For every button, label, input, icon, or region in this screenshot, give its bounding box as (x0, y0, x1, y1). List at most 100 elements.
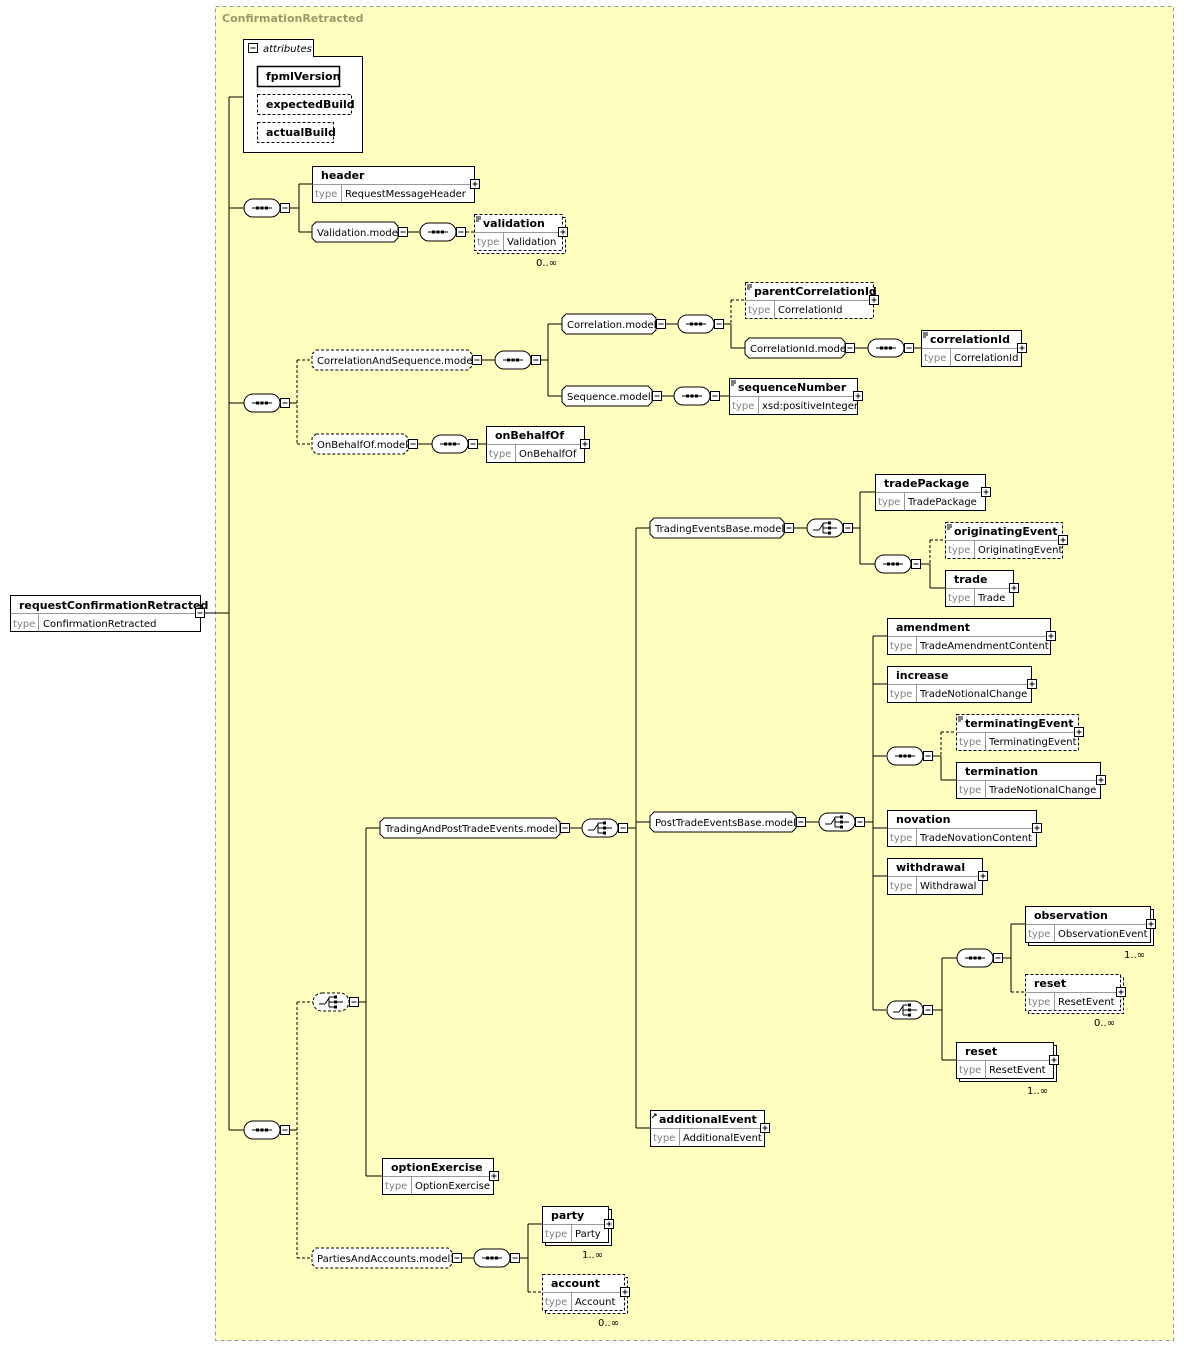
expand-icon[interactable] (853, 391, 863, 401)
expand-icon[interactable] (760, 1123, 770, 1133)
collapse-icon[interactable] (560, 823, 570, 833)
collapse-icon[interactable] (456, 227, 466, 237)
collapse-icon[interactable] (531, 355, 541, 365)
collapse-icon[interactable] (195, 608, 205, 618)
collapse-icon[interactable] (468, 439, 478, 449)
collapse-icon[interactable] (923, 1005, 933, 1015)
choice-compositor[interactable] (581, 818, 628, 838)
sequence-compositor[interactable] (867, 338, 914, 358)
attribute-expectedBuild[interactable]: expectedBuild (257, 94, 355, 115)
expand-icon[interactable] (1074, 727, 1084, 737)
sequence-compositor[interactable] (419, 222, 466, 242)
expand-icon[interactable] (580, 439, 590, 449)
sequence-compositor[interactable] (243, 393, 290, 413)
sequence-compositor[interactable] (886, 746, 933, 766)
group-sequence-model[interactable]: Sequence.model (561, 385, 662, 407)
collapse-icon[interactable] (710, 391, 720, 401)
collapse-icon[interactable] (923, 751, 933, 761)
collapse-icon[interactable] (904, 343, 914, 353)
sequence-compositor[interactable] (956, 948, 1003, 968)
sequence-compositor[interactable] (874, 554, 921, 574)
sequence-compositor[interactable] (243, 198, 290, 218)
collapse-icon[interactable] (510, 1253, 520, 1263)
sequence-compositor[interactable] (494, 350, 541, 370)
choice-compositor[interactable] (886, 1000, 933, 1020)
expand-icon[interactable] (869, 295, 879, 305)
choice-compositor[interactable] (806, 518, 853, 538)
expand-icon[interactable] (1046, 631, 1056, 641)
expand-icon[interactable] (604, 1219, 614, 1229)
collapse-icon[interactable] (714, 319, 724, 329)
sequence-compositor[interactable] (473, 1248, 520, 1268)
expand-icon[interactable] (1032, 823, 1042, 833)
attribute-actualBuild[interactable]: actualBuild (257, 122, 336, 143)
expand-icon[interactable] (1049, 1055, 1059, 1065)
collapse-icon[interactable] (618, 823, 628, 833)
collapse-icon[interactable] (398, 227, 408, 237)
group-parties-and-accounts-model[interactable]: PartiesAndAccounts.model (311, 1247, 462, 1269)
collapse-icon[interactable] (452, 1253, 462, 1263)
collapse-icon[interactable] (472, 355, 482, 365)
expand-icon[interactable] (470, 179, 480, 189)
collapse-icon[interactable] (843, 523, 853, 533)
group-correlation-and-sequence-model[interactable]: CorrelationAndSequence.model (311, 349, 482, 371)
expand-icon[interactable] (1027, 679, 1037, 689)
collapse-icon[interactable] (796, 817, 806, 827)
expand-icon[interactable] (1009, 583, 1019, 593)
group-correlation-model[interactable]: Correlation.model (561, 313, 666, 335)
collapse-icon[interactable] (784, 523, 794, 533)
collapse-icon[interactable] (845, 343, 855, 353)
expand-icon[interactable] (1146, 919, 1156, 929)
expand-icon[interactable] (1058, 535, 1068, 545)
collapse-icon[interactable] (652, 391, 662, 401)
collapse-icon[interactable] (656, 319, 666, 329)
expand-icon[interactable] (981, 487, 991, 497)
expand-icon[interactable] (1116, 987, 1126, 997)
sequence-compositor[interactable] (243, 1120, 290, 1140)
collapse-icon[interactable] (248, 43, 258, 53)
expand-icon[interactable] (558, 227, 568, 237)
collapse-icon[interactable] (280, 203, 290, 213)
collapse-icon[interactable] (280, 1125, 290, 1135)
collapse-icon[interactable] (408, 439, 418, 449)
group-validation-model[interactable]: Validation.model (311, 221, 408, 243)
expand-icon[interactable] (620, 1287, 630, 1297)
collapse-icon[interactable] (855, 817, 865, 827)
choice-compositor[interactable] (312, 992, 359, 1012)
group-post-trade-events-base-model[interactable]: PostTradeEventsBase.model (649, 811, 806, 833)
group-correlation-id-model[interactable]: CorrelationId.model (744, 337, 855, 359)
collapse-icon[interactable] (280, 398, 290, 408)
sequence-compositor[interactable] (673, 386, 720, 406)
collapse-icon[interactable] (993, 953, 1003, 963)
attribute-fpmlVersion[interactable]: fpmlVersion (256, 65, 341, 88)
expand-icon[interactable] (978, 871, 988, 881)
sequence-compositor[interactable] (431, 434, 478, 454)
collapse-icon[interactable] (349, 997, 359, 1007)
expand-icon[interactable] (1017, 343, 1027, 353)
group-on-behalf-of-model[interactable]: OnBehalfOf.model (311, 433, 418, 455)
choice-compositor[interactable] (818, 812, 865, 832)
